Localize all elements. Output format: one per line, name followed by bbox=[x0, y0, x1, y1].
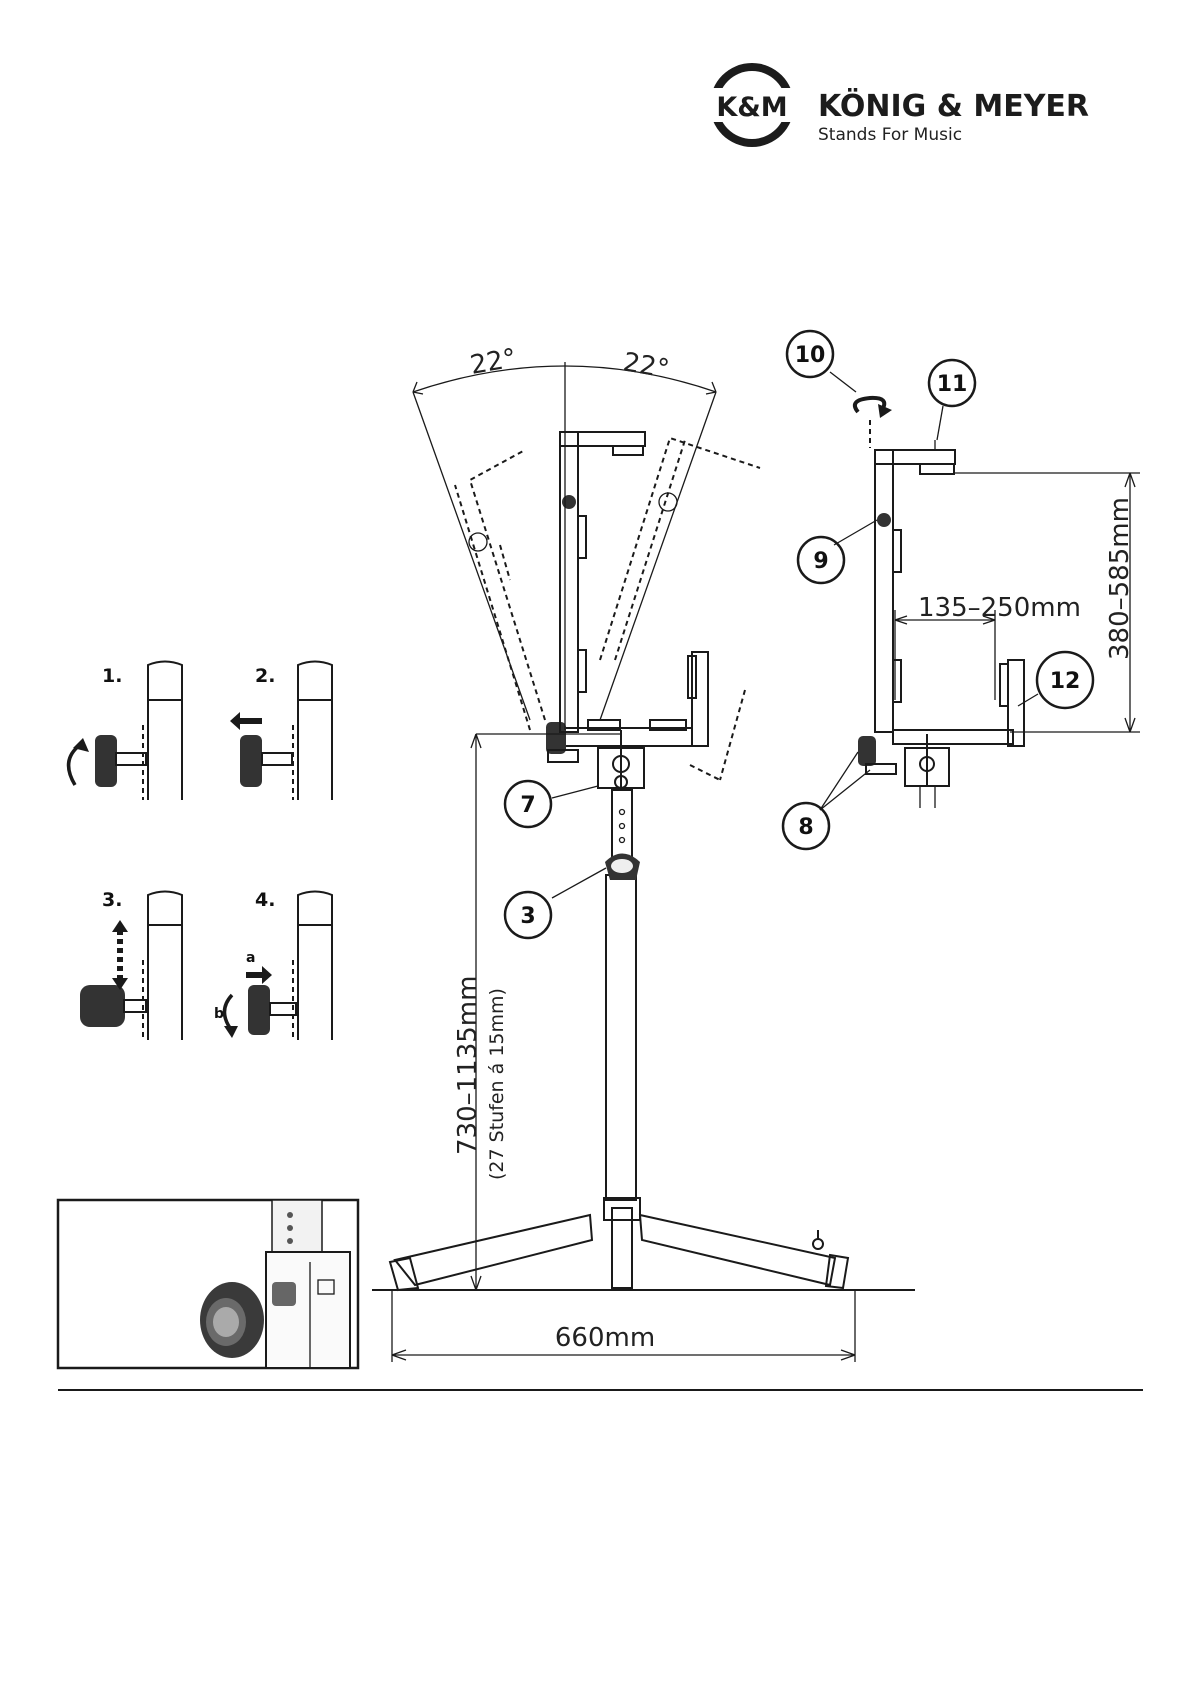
step-4: 4. a b bbox=[214, 889, 332, 1040]
callout-12: 12 bbox=[1018, 652, 1093, 708]
holder-width-dimension bbox=[895, 610, 995, 700]
height-range-label: 730–1135mm bbox=[453, 976, 483, 1155]
svg-text:11: 11 bbox=[937, 372, 968, 397]
svg-text:10: 10 bbox=[795, 343, 826, 368]
svg-text:3.: 3. bbox=[102, 889, 122, 911]
brand-logo: K&M bbox=[700, 63, 804, 147]
brand-tagline: Stands For Music bbox=[818, 125, 962, 145]
inset-knob-detail bbox=[58, 1200, 358, 1368]
svg-text:12: 12 bbox=[1050, 669, 1081, 694]
height-steps-label: (27 Stufen á 15mm) bbox=[486, 988, 508, 1180]
step-3: 3. bbox=[80, 889, 182, 1040]
svg-text:1.: 1. bbox=[102, 665, 122, 687]
step-4-sub-b: b bbox=[214, 1006, 224, 1022]
step-1: 1. bbox=[69, 662, 182, 801]
angle-indicator bbox=[413, 362, 716, 730]
callout-11: 11 bbox=[929, 360, 975, 440]
callout-9: 9 bbox=[798, 520, 877, 583]
angle-right-label: 22° bbox=[621, 347, 672, 385]
holder-width-label: 135–250mm bbox=[918, 593, 1081, 623]
callout-7: 7 bbox=[505, 781, 598, 827]
svg-text:4.: 4. bbox=[255, 889, 275, 911]
base-width-label: 660mm bbox=[555, 1323, 655, 1353]
svg-text:9: 9 bbox=[813, 549, 828, 574]
callout-8: 8 bbox=[783, 752, 870, 849]
callout-10: 10 bbox=[787, 331, 856, 392]
main-stand bbox=[372, 432, 915, 1290]
callout-3: 3 bbox=[505, 868, 606, 938]
svg-text:7: 7 bbox=[520, 793, 535, 818]
step-4-sub-a: a bbox=[246, 950, 255, 966]
svg-text:3: 3 bbox=[520, 904, 535, 929]
angle-left-label: 22° bbox=[468, 343, 519, 381]
svg-text:8: 8 bbox=[798, 815, 813, 840]
svg-text:2.: 2. bbox=[255, 665, 275, 687]
step-2: 2. bbox=[230, 662, 332, 801]
holder-height-label: 380–585mm bbox=[1105, 497, 1135, 660]
brand-name: KÖNIG & MEYER bbox=[818, 87, 1089, 124]
logo-mark: K&M bbox=[716, 92, 787, 123]
